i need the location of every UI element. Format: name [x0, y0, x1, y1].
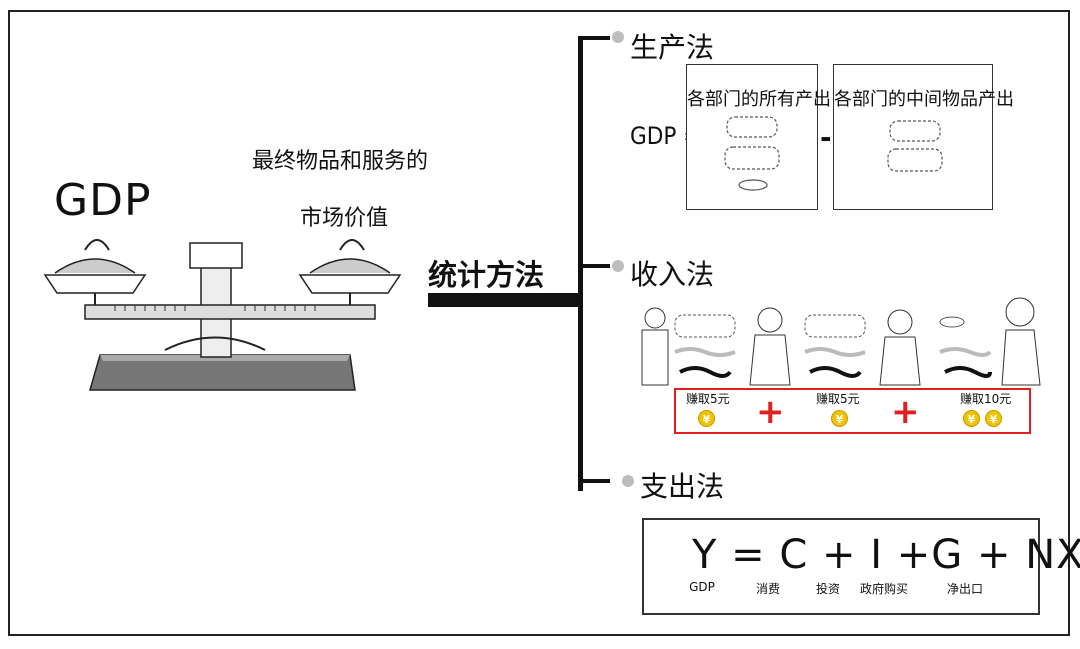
minus-sign: -	[820, 121, 832, 154]
formula-label-gdp: GDP	[689, 580, 715, 594]
production-title: 生产法	[630, 31, 715, 64]
coin-icon: ¥	[985, 410, 1002, 427]
methods-label: 统计方法	[428, 258, 545, 292]
plus-sign-1: +	[756, 392, 785, 432]
plus-sign-2: +	[891, 392, 920, 432]
outer-frame	[8, 10, 1070, 636]
intermediate-output-title: 各部门的中间物品产出	[834, 89, 1014, 110]
definition-line-2: 市场价值	[300, 206, 389, 231]
formula-label-consumption: 消费	[755, 582, 780, 596]
coin-icon: ¥	[831, 410, 848, 427]
formula-label-government: 政府购买	[859, 582, 908, 596]
earn-label-1: 赚取5元	[686, 392, 730, 406]
all-output-title: 各部门的所有产出	[687, 89, 831, 110]
bullet-dot	[622, 475, 634, 487]
hay-bales-icon	[724, 116, 780, 191]
coin-icon: ¥	[963, 410, 980, 427]
coin-icon: ¥	[698, 410, 715, 427]
bullet-dot	[612, 31, 624, 43]
definition-line-1: 最终物品和服务的	[252, 149, 429, 174]
formula-box: Y = C + I +G + NX GDP 消费 投资 政府购买 净出口	[642, 518, 1080, 615]
income-sum-box	[674, 388, 1031, 434]
earn-label-3: 赚取10元	[960, 392, 1012, 406]
branch-middle	[580, 264, 610, 268]
gdp-label: GDP	[54, 175, 152, 226]
income-chain-illustration	[641, 297, 1041, 386]
earn-label-2: 赚取5元	[816, 392, 860, 406]
branch-bottom	[580, 479, 610, 483]
all-output-box: 各部门的所有产出	[686, 64, 831, 210]
branch-top	[580, 36, 610, 40]
hay-bales-icon	[887, 120, 943, 172]
gdp-formula: Y = C + I +G + NX	[692, 532, 1080, 578]
formula-label-net-exports: 净出口	[946, 582, 983, 596]
methods-connector	[428, 293, 580, 307]
bullet-dot	[612, 260, 624, 272]
balance-scale-illustration	[43, 239, 402, 391]
tree-trunk	[578, 36, 583, 491]
formula-label-investment: 投资	[815, 582, 840, 596]
expenditure-title: 支出法	[640, 470, 725, 503]
intermediate-output-box: 各部门的中间物品产出	[833, 64, 1014, 210]
income-title: 收入法	[630, 258, 715, 291]
